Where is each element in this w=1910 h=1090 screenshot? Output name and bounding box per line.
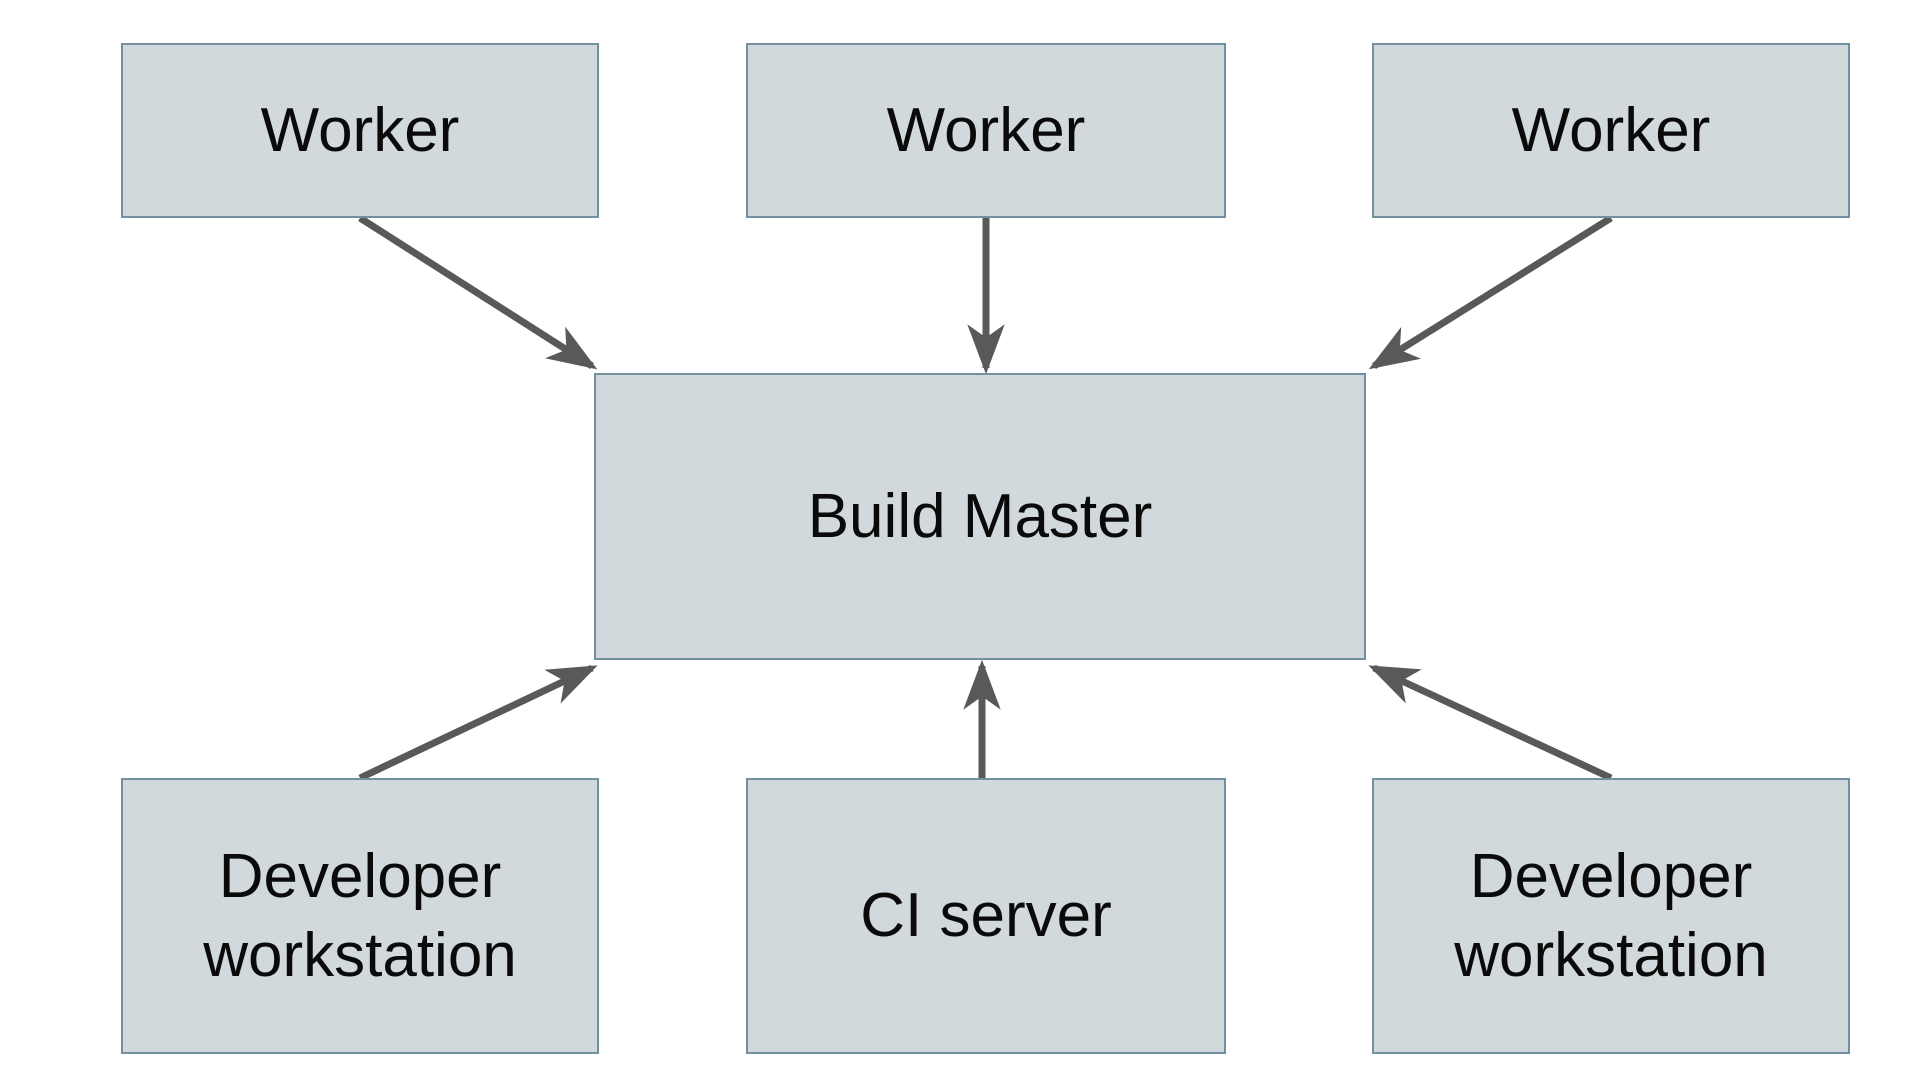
node-worker-1-label: Worker	[260, 95, 460, 165]
node-worker-1: Worker	[121, 43, 599, 218]
node-developer-workstation-2: Developer workstation	[1372, 778, 1850, 1054]
node-worker-3: Worker	[1372, 43, 1850, 218]
node-build-master: Build Master	[594, 373, 1366, 660]
node-ci-server-label: CI server	[860, 881, 1112, 951]
node-developer-workstation-2-label: Developer workstation	[1454, 841, 1768, 990]
node-ci-server: CI server	[746, 778, 1226, 1054]
node-developer-workstation-1: Developer workstation	[121, 778, 599, 1054]
edge-devws1-to-build-master	[358, 664, 598, 782]
node-worker-3-label: Worker	[1511, 95, 1711, 165]
node-build-master-label: Build Master	[807, 481, 1153, 551]
edge-devws2-to-build-master	[1368, 664, 1613, 782]
node-worker-2-label: Worker	[886, 95, 1086, 165]
node-developer-workstation-1-label: Developer workstation	[203, 841, 517, 990]
node-worker-2: Worker	[746, 43, 1226, 218]
edge-worker3-to-build-master	[1368, 215, 1613, 370]
edge-worker1-to-build-master	[358, 215, 598, 370]
